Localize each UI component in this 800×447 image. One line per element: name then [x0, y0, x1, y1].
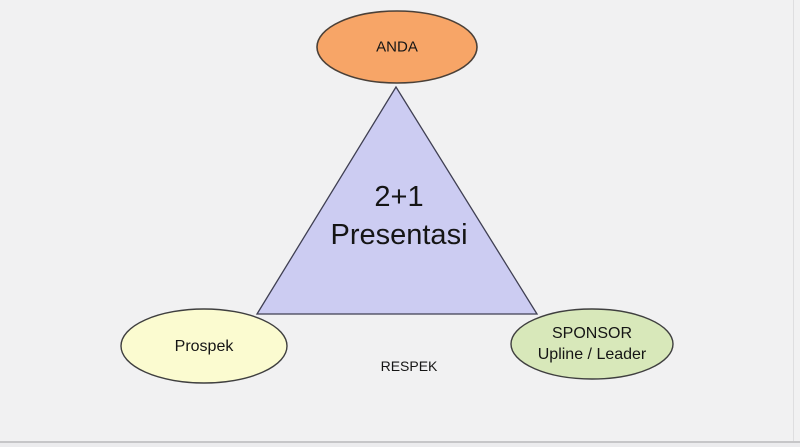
slide-footer-strip: [0, 443, 800, 447]
triangle-label: 2+1 Presentasi: [330, 178, 467, 254]
triangle-label-line2: Presentasi: [330, 219, 468, 251]
triangle-outline: [255, 85, 539, 315]
sponsor-label-line1: SPONSOR: [551, 325, 633, 342]
sponsor-label-line2: Upline / Leader: [537, 346, 647, 363]
prospek-ellipse: [120, 308, 288, 384]
triangle-label-line1: 2+1: [374, 181, 424, 213]
sponsor-ellipse: [510, 308, 674, 380]
slide-bottom-edge: [0, 441, 800, 443]
anda-label: ANDA: [376, 38, 418, 56]
prospek-label: Prospek: [174, 338, 234, 355]
triangle-shape: [257, 87, 537, 314]
respek-label: RESPEK: [380, 358, 438, 374]
anda-ellipse: [316, 10, 478, 84]
sponsor-label: SPONSOR Upline / Leader: [538, 323, 647, 365]
slide-right-edge: [793, 0, 794, 441]
